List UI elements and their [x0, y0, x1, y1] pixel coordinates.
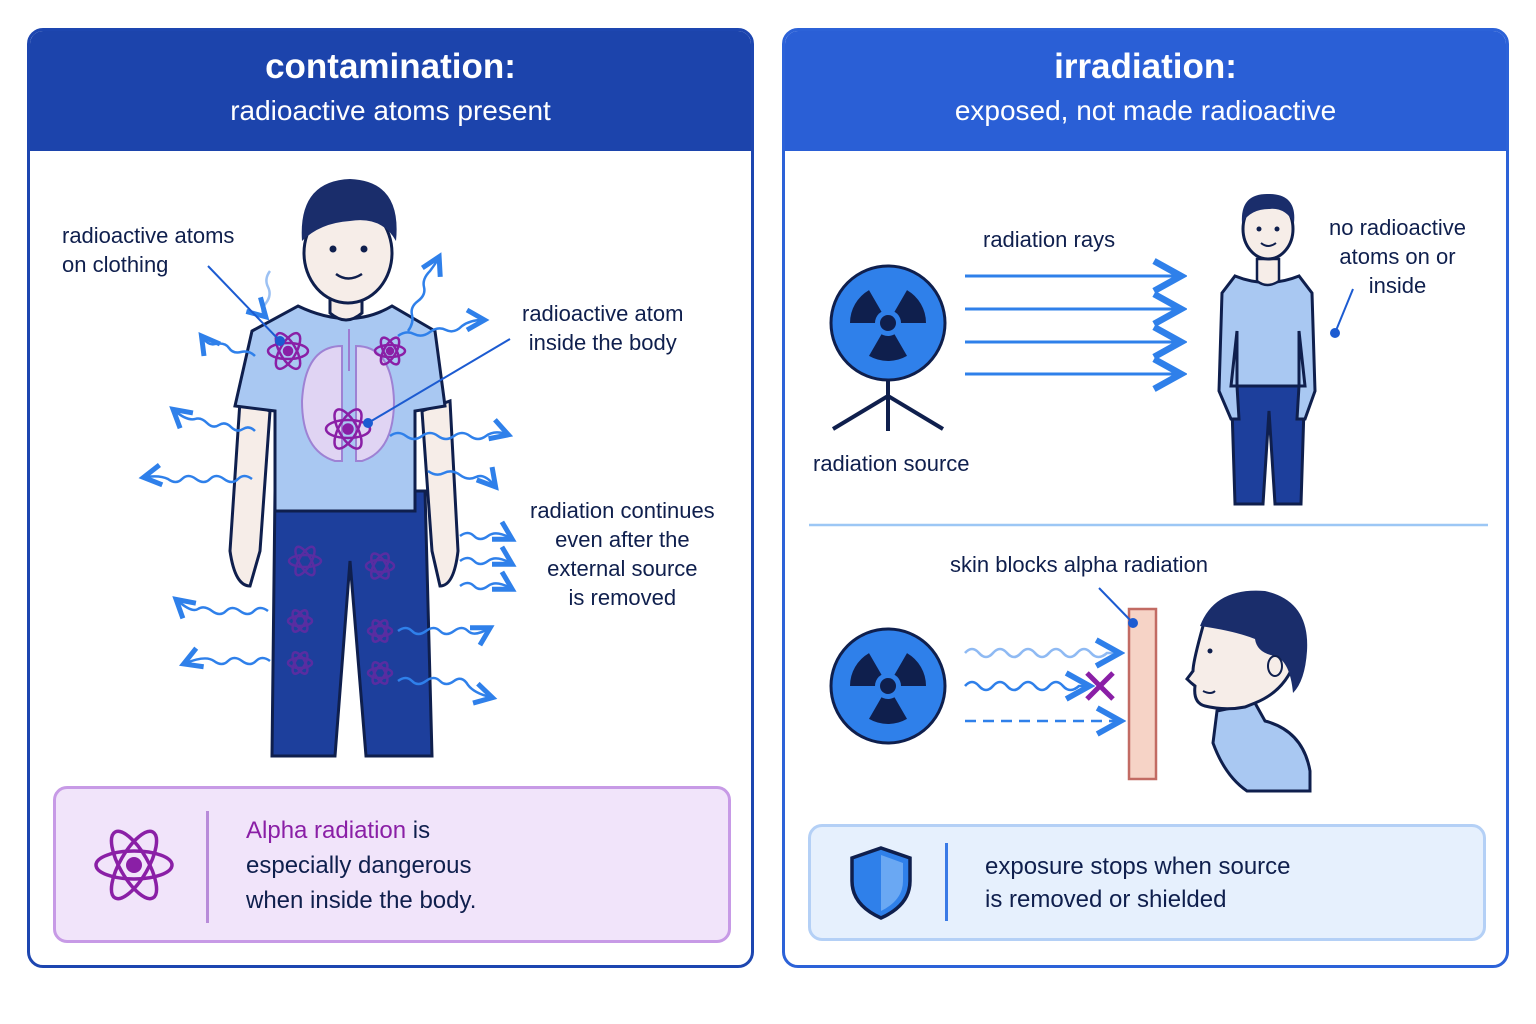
label-leader-lines [207, 265, 511, 428]
contamination-title: contamination: [265, 47, 516, 86]
atom-icon [373, 336, 407, 366]
label-radiation-source: radiation source [813, 451, 970, 476]
skin-barrier [1127, 607, 1158, 781]
alpha-note-line3: when inside the body. [246, 887, 477, 914]
label-no-radioactive-atoms: no radioactive atoms on or inside [1329, 213, 1466, 300]
alpha-note-tail: is [406, 817, 431, 844]
label-line: inside the body [528, 330, 677, 355]
wavy-arrow-icon [146, 259, 510, 697]
alpha-radiation-highlight: Alpha radiation [246, 817, 407, 844]
blocked-x-icon [1085, 671, 1115, 701]
alpha-note-text: Alpha radiation is especially dangerous … [246, 813, 476, 918]
atom-icon [94, 829, 174, 901]
label-radiation-rays: radiation rays [983, 227, 1116, 252]
note-divider [945, 843, 948, 921]
label-leader-line [1098, 587, 1138, 628]
label-line: on clothing [62, 252, 169, 277]
radiation-trefoil-icon [829, 627, 947, 745]
label-line: no radioactive [1329, 215, 1466, 240]
irradiation-illustration [809, 193, 1488, 793]
contamination-panel: contamination: radioactive atoms present [27, 28, 754, 968]
wavy-arrow-icon [964, 649, 1118, 721]
irradiation-subtitle: exposed, not made radioactive [954, 95, 1337, 126]
contamination-header: contamination: radioactive atoms present [30, 31, 751, 151]
label-line: external source [547, 556, 698, 581]
note-divider [206, 811, 209, 923]
shielding-note-line1: exposure stops when source [985, 853, 1291, 880]
person-profile [1185, 590, 1312, 793]
radiation-trefoil-icon [829, 264, 947, 382]
person-figure [1217, 193, 1317, 506]
radiation-rays [965, 276, 1178, 374]
contamination-subtitle: radioactive atoms present [230, 95, 551, 126]
atom-icon [266, 331, 310, 371]
label-line: is removed [568, 585, 677, 610]
label-skin-blocks-alpha: skin blocks alpha radiation [950, 552, 1209, 577]
atom-icon [286, 545, 396, 685]
alpha-radiation-note: Alpha radiation is especially dangerous … [53, 786, 731, 943]
label-radiation-continues: radiation continues even after the exter… [530, 496, 715, 612]
label-line: even after the [555, 527, 690, 552]
shielding-note-line2: is removed or shielded [985, 886, 1227, 913]
irradiation-title: irradiation: [1054, 47, 1237, 86]
atom-icon [324, 408, 372, 450]
alpha-note-line1: Alpha radiation is [246, 813, 476, 848]
irradiation-header: irradiation: exposed, not made radioacti… [785, 31, 1506, 151]
label-line: radiation continues [530, 498, 715, 523]
label-line: inside [1368, 273, 1427, 298]
contaminated-person-illustration [30, 179, 754, 758]
label-atom-inside-body: radioactive atom inside the body [522, 299, 683, 357]
irradiation-panel: irradiation: exposed, not made radioacti… [782, 28, 1509, 968]
label-line: radioactive atoms [62, 223, 235, 248]
person-figure [228, 179, 460, 758]
label-line: atoms on or [1339, 244, 1456, 269]
alpha-note-line2: especially dangerous [246, 852, 472, 879]
label-line: radioactive atom [522, 301, 684, 326]
shield-icon [850, 846, 912, 920]
label-leader-line [1330, 288, 1354, 338]
tripod-stand [831, 380, 945, 431]
shielding-note: exposure stops when source is removed or… [808, 824, 1486, 941]
label-atoms-on-clothing: radioactive atoms on clothing [62, 221, 234, 279]
shielding-note-text: exposure stops when source is removed or… [985, 850, 1291, 916]
